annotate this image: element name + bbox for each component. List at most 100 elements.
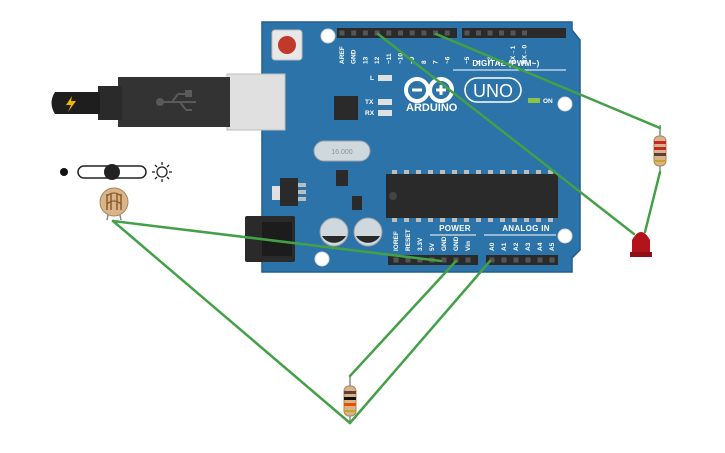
chip-leg bbox=[404, 170, 409, 174]
resistor[interactable] bbox=[343, 376, 357, 424]
pin-label: AREF bbox=[339, 46, 346, 64]
header-pin-hole[interactable] bbox=[525, 257, 531, 263]
header-pin-hole[interactable] bbox=[405, 257, 411, 263]
arduino-logo: ARDUINO bbox=[404, 77, 458, 114]
led-tx-label: TX bbox=[365, 99, 374, 106]
header-pin-hole[interactable] bbox=[510, 30, 516, 36]
chip-leg bbox=[524, 170, 529, 174]
header-pin-hole[interactable] bbox=[362, 30, 368, 36]
pin-label: ~6 bbox=[444, 56, 451, 64]
photoresistor[interactable] bbox=[99, 187, 129, 221]
header-pin-hole[interactable] bbox=[409, 30, 415, 36]
chip-leg bbox=[512, 170, 517, 174]
resistor[interactable] bbox=[653, 125, 667, 175]
header-pin-hole[interactable] bbox=[351, 30, 357, 36]
dc-power-jack[interactable] bbox=[245, 216, 295, 262]
chip-leg bbox=[512, 218, 517, 222]
mount-hole bbox=[320, 28, 336, 44]
header-pin-hole[interactable] bbox=[421, 30, 427, 36]
svg-text:16.000: 16.000 bbox=[331, 149, 353, 156]
chip-pins bbox=[392, 170, 553, 222]
header-pin-hole[interactable] bbox=[501, 257, 507, 263]
header-pin-hole[interactable] bbox=[465, 257, 471, 263]
svg-text:UNO: UNO bbox=[473, 81, 513, 101]
pin-label: ~10 bbox=[398, 53, 405, 64]
mount-hole bbox=[314, 251, 330, 267]
wire[interactable] bbox=[434, 32, 662, 130]
wire[interactable] bbox=[376, 32, 636, 236]
chip-leg bbox=[548, 218, 553, 222]
smd-component bbox=[352, 196, 362, 210]
mount-hole bbox=[557, 96, 573, 112]
dot-icon bbox=[60, 168, 68, 176]
header-pin-hole[interactable] bbox=[398, 30, 403, 36]
led-l bbox=[378, 75, 392, 81]
chip-leg bbox=[500, 218, 505, 222]
header-pin-hole[interactable] bbox=[441, 257, 447, 263]
chip-leg bbox=[404, 218, 409, 222]
chip-leg bbox=[428, 218, 433, 222]
chip-leg bbox=[416, 218, 421, 222]
led-tx bbox=[378, 99, 392, 105]
pin-label: ~5 bbox=[464, 56, 471, 64]
header-pin-hole[interactable] bbox=[339, 30, 345, 36]
header-pin-hole[interactable] bbox=[393, 257, 399, 263]
header-pin-hole[interactable] bbox=[489, 257, 495, 263]
capacitor bbox=[353, 217, 383, 247]
chip-leg bbox=[392, 170, 397, 174]
wire[interactable] bbox=[111, 219, 443, 263]
led-rx-label: RX bbox=[365, 110, 375, 117]
led[interactable] bbox=[630, 232, 652, 257]
header-pin-hole[interactable] bbox=[444, 30, 450, 36]
pin-label: 8 bbox=[421, 60, 428, 64]
atmega-chip bbox=[386, 174, 558, 218]
small-chip bbox=[336, 170, 348, 186]
pin-label: A0 bbox=[489, 242, 496, 251]
reset-button[interactable] bbox=[271, 29, 303, 61]
header-pin-hole[interactable] bbox=[464, 30, 470, 36]
chip-leg bbox=[440, 218, 445, 222]
chip-leg bbox=[452, 218, 457, 222]
chip-leg bbox=[476, 170, 481, 174]
usb-icon bbox=[156, 90, 196, 111]
pin-label: ~3 bbox=[487, 56, 494, 64]
usb-port bbox=[226, 73, 286, 131]
chip-leg bbox=[464, 170, 469, 174]
usb-cable[interactable] bbox=[51, 73, 286, 131]
chip-leg bbox=[392, 218, 397, 222]
header-pin-hole[interactable] bbox=[549, 257, 555, 263]
wire[interactable] bbox=[111, 219, 352, 425]
pin-label: A1 bbox=[501, 242, 508, 251]
chip-leg bbox=[536, 218, 541, 222]
wire[interactable] bbox=[348, 259, 458, 378]
arduino-board[interactable]: L TX RX 16.000 bbox=[261, 21, 581, 273]
chip-leg bbox=[500, 170, 505, 174]
header-pin-hole[interactable] bbox=[487, 30, 493, 36]
header-pin-hole[interactable] bbox=[417, 257, 423, 263]
pin-label: A4 bbox=[537, 242, 544, 251]
slider-knob[interactable] bbox=[104, 164, 120, 180]
analog-header-label: ANALOG IN bbox=[502, 224, 550, 233]
sun-icon bbox=[152, 162, 172, 182]
led-l-label: L bbox=[370, 75, 374, 82]
header-pin-hole[interactable] bbox=[513, 257, 519, 263]
pin-label: TX→1 bbox=[510, 45, 517, 64]
header-pin-hole[interactable] bbox=[386, 30, 392, 36]
header-pin-hole[interactable] bbox=[522, 30, 527, 36]
light-slider[interactable] bbox=[60, 162, 172, 182]
chip-leg bbox=[440, 170, 445, 174]
wire[interactable] bbox=[643, 170, 662, 234]
chip-leg bbox=[488, 170, 493, 174]
chip-leg bbox=[548, 170, 553, 174]
header-pin-hole[interactable] bbox=[537, 257, 543, 263]
wire[interactable] bbox=[348, 259, 492, 425]
header-pin-hole[interactable] bbox=[374, 30, 380, 36]
header-pin-hole[interactable] bbox=[499, 30, 504, 36]
voltage-regulator bbox=[272, 178, 306, 206]
pin-label: IOREF bbox=[393, 231, 400, 251]
header-pin-hole[interactable] bbox=[476, 30, 481, 36]
pin-label: GND bbox=[453, 236, 460, 251]
pin-label: GND bbox=[441, 236, 448, 251]
